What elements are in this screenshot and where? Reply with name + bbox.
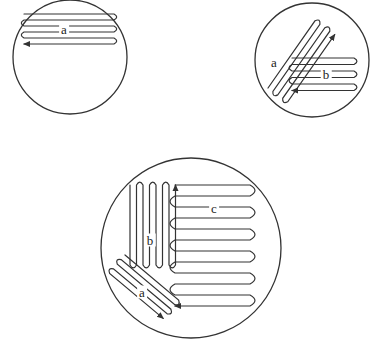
streak-line — [289, 58, 357, 91]
petri-dish — [255, 3, 369, 117]
streak-line — [130, 182, 176, 268]
streak-line — [170, 185, 255, 306]
petri-dish — [101, 158, 281, 338]
petri-dish — [13, 0, 127, 114]
streak-label: a — [137, 286, 147, 299]
streak-line — [21, 14, 116, 44]
streak-label: c — [209, 202, 219, 215]
streak-label: a — [59, 23, 69, 36]
streak-label: a — [269, 56, 279, 69]
streak-label: b — [321, 68, 332, 81]
streak-label: b — [145, 234, 156, 247]
